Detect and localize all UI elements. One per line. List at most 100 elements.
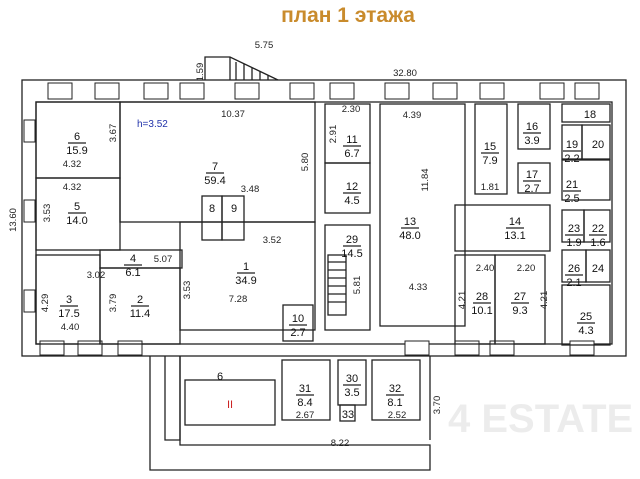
dimension-label: 3.48	[241, 184, 260, 195]
room-area: 2.7	[524, 183, 539, 195]
dimension-label: 5.75	[255, 40, 274, 51]
window	[454, 340, 480, 356]
dimension-label: 4.32	[63, 159, 82, 170]
dimension-label: 10.37	[221, 109, 245, 120]
room-area: 4.5	[344, 195, 359, 207]
window	[117, 340, 143, 356]
room-area: 14.5	[341, 248, 362, 260]
room-outline-21	[561, 159, 611, 201]
room-area: 13.1	[504, 230, 525, 242]
room-number: 2	[137, 294, 143, 306]
dimension-label: 1.59	[195, 63, 206, 82]
room-area: 1.6	[590, 237, 605, 249]
room-area: 15.9	[66, 145, 87, 157]
dimension-label: 2.91	[328, 125, 339, 144]
window	[234, 82, 260, 100]
window	[479, 82, 505, 100]
room-number: 1	[243, 261, 249, 273]
room-outline-33	[339, 404, 356, 422]
window	[143, 82, 169, 100]
room-area: 3.9	[524, 135, 539, 147]
window	[432, 82, 458, 100]
dimension-label: 11.84	[420, 168, 431, 191]
room-outline-16	[517, 103, 551, 150]
room-number: II	[227, 399, 233, 411]
window	[94, 82, 120, 100]
dimension-label: 3.52	[263, 235, 282, 246]
window	[77, 340, 103, 356]
window	[23, 289, 36, 313]
room-area: 9.3	[512, 305, 527, 317]
dimension-label: 4.39	[403, 110, 422, 121]
room-area: 48.0	[399, 230, 420, 242]
room-area: 8.1	[387, 397, 402, 409]
window	[574, 82, 600, 100]
room-outline-20	[581, 124, 611, 160]
room-area: 59.4	[204, 175, 225, 187]
room-area: 14.0	[66, 215, 87, 227]
room-area: 6.7	[344, 148, 359, 160]
ceiling-height-label: h=3.52	[137, 119, 168, 130]
dimension-label: 5.81	[352, 276, 363, 295]
dimension-label: 13.60	[8, 208, 19, 232]
room-number: 18	[584, 109, 596, 121]
dimension-label: 5.07	[154, 254, 173, 265]
dimension-label: 2.52	[388, 410, 407, 421]
room-number: 17	[526, 169, 538, 181]
room-outline-18	[561, 103, 611, 123]
room-area: 3.5	[344, 387, 359, 399]
room-number: 20	[592, 139, 604, 151]
room-outline-14	[454, 204, 551, 252]
room-outline-1	[179, 221, 316, 331]
room-area: 4.3	[578, 325, 593, 337]
dimension-label: 4.21	[457, 291, 468, 310]
dimension-label: 4.32	[63, 182, 82, 193]
room-number: 33	[342, 409, 354, 421]
dimension-label: 3.70	[432, 396, 443, 415]
room-outline-31	[281, 359, 331, 421]
room-number: 25	[580, 311, 592, 323]
window	[23, 119, 36, 143]
window	[289, 82, 315, 100]
room-number: 24	[592, 263, 604, 275]
room-number: 13	[404, 216, 416, 228]
room-number: 9	[231, 203, 237, 215]
room-walls	[35, 101, 611, 422]
dimension-label: 4.33	[409, 282, 428, 293]
room-number: 15	[484, 141, 496, 153]
window	[489, 340, 515, 356]
window	[404, 340, 430, 356]
room-number: 6	[217, 371, 223, 383]
window	[23, 199, 36, 223]
room-outline-10	[282, 304, 314, 342]
dimension-label: 2.40	[476, 263, 495, 274]
watermark: 4 ESTATE	[448, 397, 633, 441]
room-outline-32	[371, 359, 421, 421]
room-area: 34.9	[235, 275, 256, 287]
room-outline-25	[561, 284, 611, 346]
room-outline-13	[379, 103, 466, 327]
room-area: 7.9	[482, 155, 497, 167]
room-number: 6	[74, 131, 80, 143]
dimension-label: 3.02	[87, 270, 106, 281]
room-area: 17.5	[58, 308, 79, 320]
dimension-labels: 5.75 1.59 32.80 10.37 3.67 4.32 4.32 3.53 13.60 5…	[8, 40, 550, 449]
room-outline-17	[517, 162, 551, 194]
dimension-label: 3.53	[182, 281, 193, 300]
room-number: 31	[299, 383, 311, 395]
room-number: 5	[74, 201, 80, 213]
room-number: 26	[568, 263, 580, 275]
dimension-label: 5.80	[300, 153, 311, 172]
room-number: 28	[476, 291, 488, 303]
room-number: 21	[566, 179, 578, 191]
dimension-label: 4.40	[61, 322, 80, 333]
window	[39, 340, 65, 356]
window	[539, 82, 565, 100]
dimension-label: 3.67	[108, 124, 119, 143]
dimension-label: 32.80	[393, 68, 417, 79]
room-area: 1.9	[566, 237, 581, 249]
room-number: 19	[566, 139, 578, 151]
staircase-main	[327, 254, 347, 316]
